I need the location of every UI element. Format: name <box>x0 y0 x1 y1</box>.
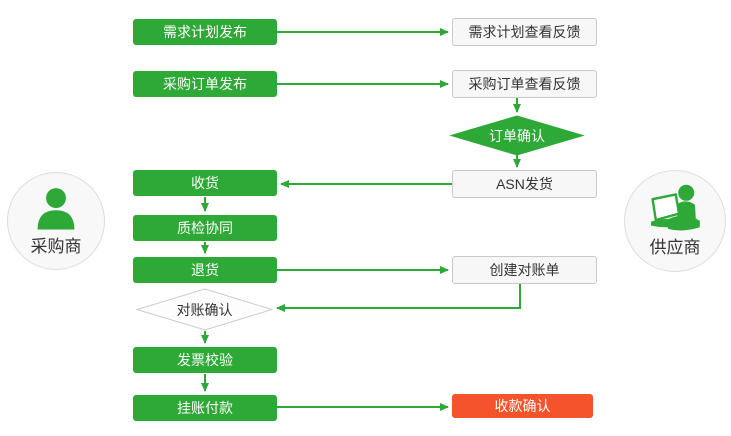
node-invoice-verify: 发票校验 <box>133 347 277 373</box>
node-receipt-confirm: 收款确认 <box>452 394 593 418</box>
edge-statement-to-reconcile <box>276 284 521 312</box>
buyer-label: 采购商 <box>30 237 82 256</box>
supplier-label: 供应商 <box>649 238 701 257</box>
node-create-statement: 创建对账单 <box>452 256 597 284</box>
node-reconcile-confirm-label: 对账确认 <box>176 301 233 318</box>
supplier-laptop-icon <box>651 184 700 231</box>
node-reconcile-confirm-shape <box>135 288 274 331</box>
node-asn-ship: ASN发货 <box>452 170 597 198</box>
node-po-feedback: 采购订单查看反馈 <box>452 70 597 98</box>
buyer-person-icon <box>37 188 75 230</box>
node-quality-check: 质检协同 <box>133 215 277 241</box>
node-book-payment: 挂账付款 <box>133 395 277 421</box>
node-order-confirm-shape <box>449 115 585 156</box>
node-po-publish: 采购订单发布 <box>133 71 277 97</box>
node-return-goods: 退货 <box>133 257 277 283</box>
node-order-confirm-label: 订单确认 <box>489 127 545 144</box>
node-demand-plan-feedback: 需求计划查看反馈 <box>452 18 597 46</box>
supplier-actor: 供应商 <box>624 170 726 272</box>
node-receive: 收货 <box>133 170 277 196</box>
buyer-actor: 采购商 <box>7 172 105 270</box>
node-demand-plan-publish: 需求计划发布 <box>133 19 277 45</box>
